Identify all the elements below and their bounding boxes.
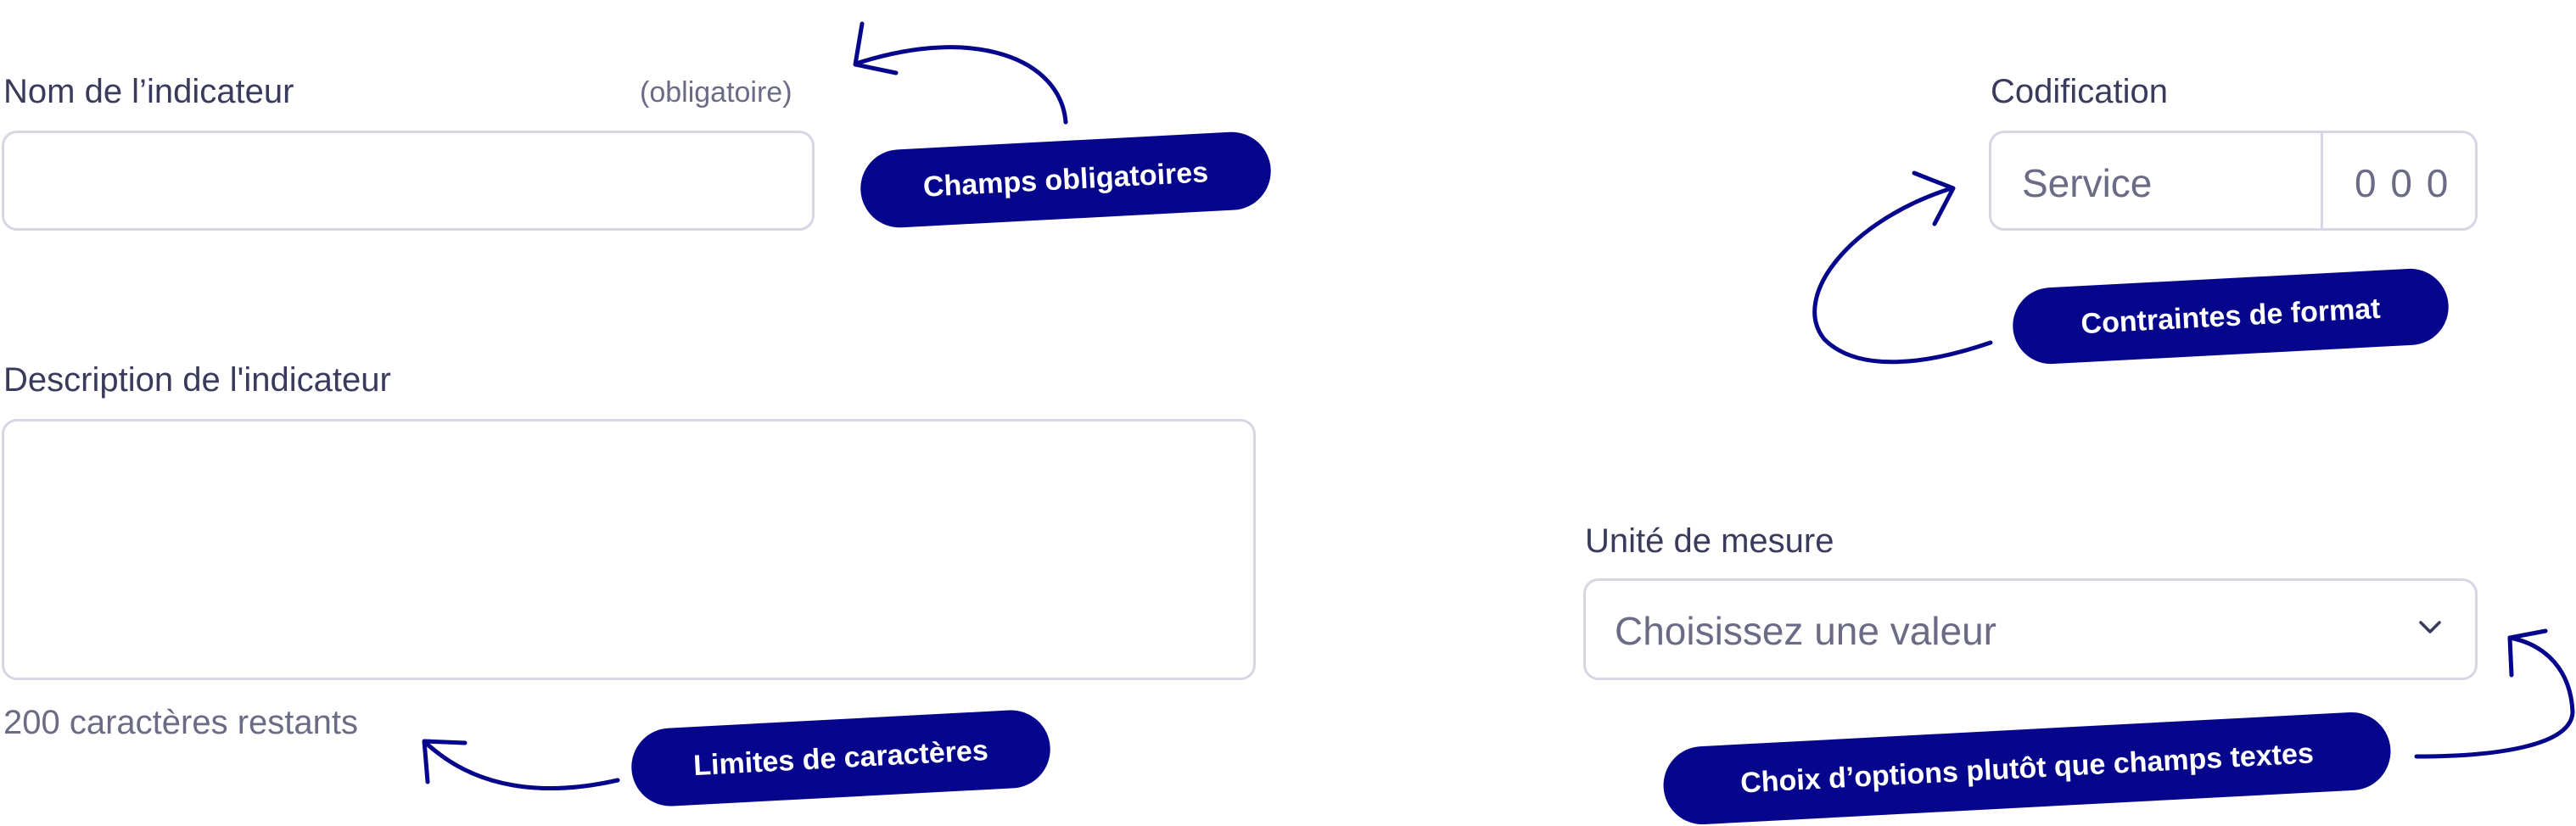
codification-code-input[interactable]: 0 0 0 — [2355, 161, 2450, 205]
format-arrowhead-icon — [1912, 170, 1956, 226]
indicator-description-textarea[interactable] — [2, 419, 1256, 680]
codification-label: Codification — [1991, 73, 2169, 110]
format-arrow-icon — [1812, 186, 1993, 365]
options-annotation: Choix d’options plutôt que champs textes — [1661, 710, 2393, 826]
required-arrow-icon — [856, 45, 1068, 125]
unit-select[interactable]: Choisissez une valeur — [1583, 578, 2478, 680]
unit-select-placeholder: Choisissez une valeur — [1615, 609, 1997, 653]
indicator-description-label: Description de l'indicateur — [3, 361, 391, 399]
required-arrowhead-icon — [853, 21, 899, 75]
codification-divider — [2321, 133, 2323, 228]
codification-service-input[interactable]: Service — [2022, 161, 2153, 205]
required-annotation: Champs obligatoires — [858, 130, 1274, 230]
character-counter: 200 caractères restants — [3, 704, 358, 741]
limits-arrowhead-icon — [422, 739, 468, 784]
options-arrowhead-icon — [2507, 628, 2548, 678]
chevron-down-icon — [2419, 621, 2441, 633]
format-annotation: Contraintes de format — [2010, 266, 2451, 366]
indicator-name-label: Nom de l’indicateur — [3, 73, 294, 110]
required-hint: (obligatoire) — [640, 76, 792, 109]
indicator-name-input[interactable] — [2, 131, 815, 231]
unit-label: Unité de mesure — [1585, 522, 1834, 560]
codification-field: Service 0 0 0 — [1989, 131, 2478, 231]
limits-annotation: Limites de caractères — [629, 708, 1053, 808]
limits-arrow-icon — [423, 740, 620, 791]
